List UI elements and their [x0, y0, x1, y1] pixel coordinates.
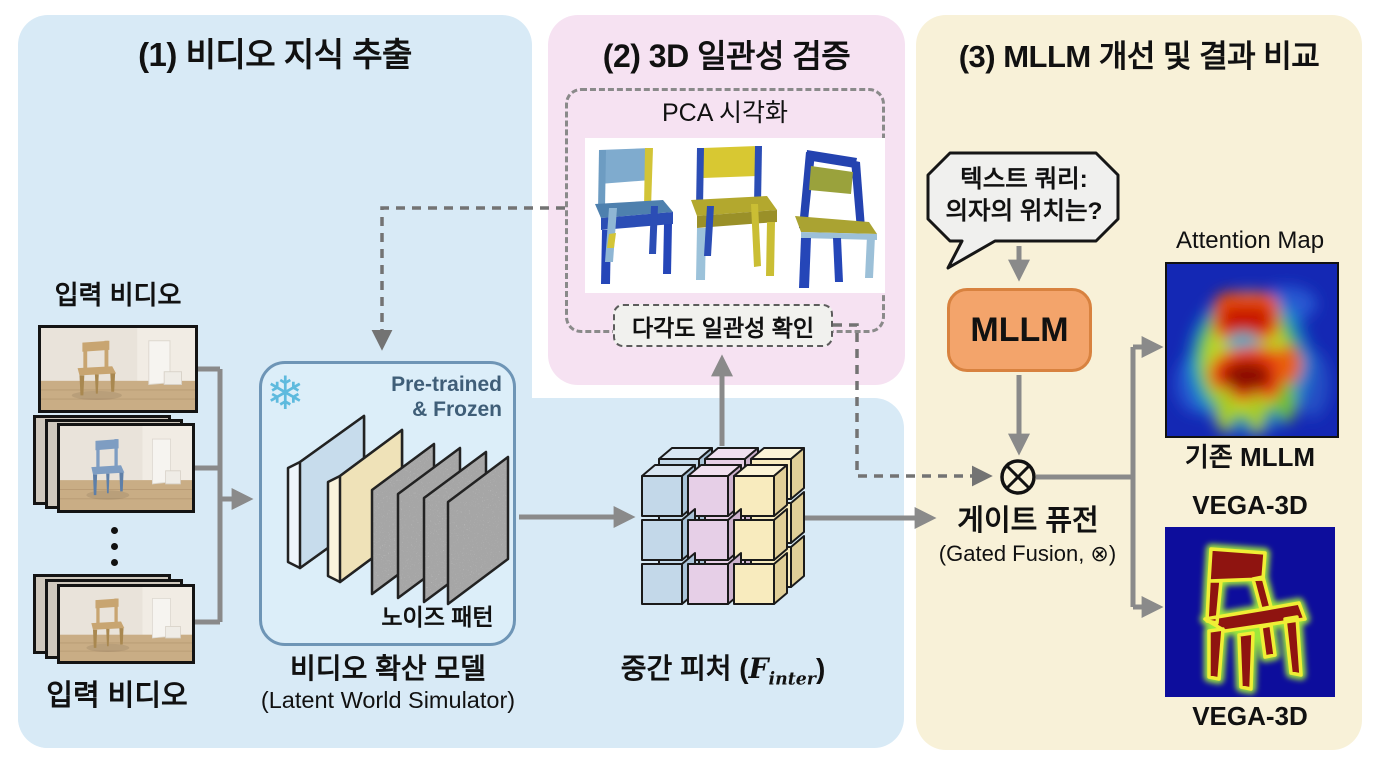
feature-symbol: F — [748, 652, 769, 685]
mllm-box: MLLM — [947, 288, 1092, 372]
input-merge-line — [195, 366, 223, 625]
pca-chairs-image — [585, 138, 885, 293]
fusion-output-line — [1036, 347, 1136, 607]
pca-chairs-illustration — [595, 146, 877, 288]
multiview-consistency-label: 다각도 일관성 확인 — [631, 314, 815, 341]
pca-chair-1 — [595, 148, 673, 284]
pretrained-frozen-label: Pre-trained & Frozen — [356, 372, 502, 422]
query-text-line1: 텍스트 쿼리: — [960, 166, 1088, 193]
diffusion-model-title: 비디오 확산 모델 — [290, 653, 486, 684]
section3-title: (3) MLLM 개선 및 결과 비교 — [958, 39, 1320, 74]
mllm-label: MLLM — [970, 310, 1069, 349]
feature-label-prefix: 중간 피처 ( — [620, 653, 749, 684]
gated-fusion-title: 게이트 퓨전 — [957, 505, 1099, 537]
video-frame-1 — [38, 325, 198, 413]
room-scene-2 — [60, 426, 192, 510]
gated-fusion-subtitle: (Gated Fusion, ⊗) — [938, 541, 1117, 566]
feature-label-suffix: ) — [815, 653, 826, 684]
video-frame-2 — [57, 423, 195, 513]
snowflake-icon: ❄ — [266, 367, 305, 419]
pca-chair-3 — [795, 150, 877, 288]
chair-illustration — [91, 598, 125, 648]
intermediate-feature-cubes — [641, 447, 805, 605]
query-text-line2: 의자의 위치는? — [945, 198, 1103, 225]
vega-3d-label-bottom: VEGA-3D — [1192, 701, 1308, 731]
section2-title: (2) 3D 일관성 검증 — [602, 38, 851, 74]
pca-visualization-label: PCA 시각화 — [662, 99, 788, 127]
input-video-label-top: 입력 비디오 — [54, 280, 182, 310]
dashed-consistency-to-gate — [833, 323, 993, 487]
video-frame-3 — [57, 584, 195, 664]
dashed-pca-to-model — [371, 206, 565, 351]
vega-3d-label-top: VEGA-3D — [1192, 490, 1308, 520]
attention-map-label: Attention Map — [1175, 227, 1325, 254]
cube-front-layer — [641, 464, 788, 605]
chair-illustration — [91, 439, 125, 496]
baseline-mllm-label: 기존 MLLM — [1184, 442, 1316, 472]
diffusion-model-subtitle: (Latent World Simulator) — [260, 687, 516, 713]
multiview-consistency-box: 다각도 일관성 확인 — [613, 304, 833, 347]
gated-fusion-symbol — [1000, 459, 1036, 495]
room-scene-3 — [60, 587, 192, 661]
chair-illustration — [77, 340, 117, 396]
noise-planes — [370, 442, 510, 606]
vega-3d-segmentation-image — [1165, 527, 1335, 697]
room-scene-1 — [41, 328, 195, 410]
section1-title: (1) 비디오 지식 추출 — [138, 36, 412, 73]
pretrained-line2: & Frozen — [412, 398, 502, 422]
pca-chair-2 — [691, 146, 777, 280]
segmented-chair — [1200, 544, 1310, 694]
feature-subscript: inter — [768, 669, 816, 690]
input-video-label-bottom: 입력 비디오 — [46, 680, 188, 712]
noise-pattern-label: 노이즈 패턴 — [381, 604, 494, 630]
text-query-bubble — [926, 151, 1120, 270]
intermediate-feature-label: 중간 피처 (Finter) — [583, 652, 863, 691]
diffusion-layers-illustration — [286, 414, 510, 606]
attention-heatmap-image — [1165, 262, 1339, 438]
pretrained-line1: Pre-trained — [391, 373, 502, 396]
